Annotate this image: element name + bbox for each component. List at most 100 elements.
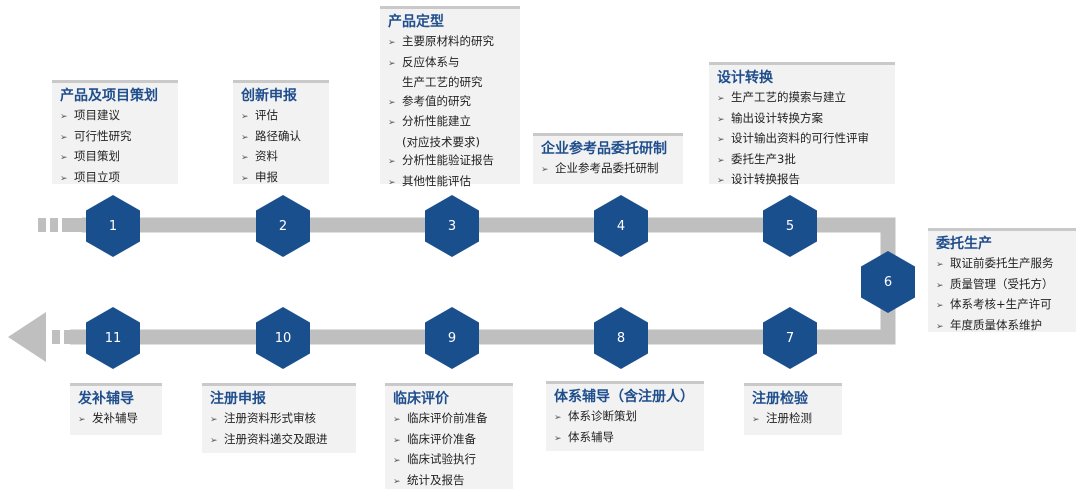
list-item: ➢路径确认 <box>241 127 323 148</box>
list-item: ➢反应体系与 <box>388 53 514 74</box>
list-item: ➢注册资料形式审核 <box>210 409 350 430</box>
list-item: ➢资料 <box>241 147 323 168</box>
track-dash <box>50 218 58 232</box>
step-5-box: 设计转换 ➢生产工艺的摸索与建立 ➢输出设计转换方案 ➢设计输出资料的可行性评审… <box>709 62 895 186</box>
step-3-number: 3 <box>447 218 457 234</box>
bullet-arrow-icon: ➢ <box>210 435 218 446</box>
step-2-items: ➢评估 ➢路径确认 ➢资料 ➢申报 <box>241 106 323 188</box>
step-5-items: ➢生产工艺的摸索与建立 ➢输出设计转换方案 ➢设计输出资料的可行性评审 ➢委托生… <box>717 88 889 191</box>
step-7-items: ➢注册检测 <box>752 409 836 430</box>
step-7-hexagon: 7 <box>763 307 817 369</box>
list-item: ➢参考值的研究 <box>388 92 514 113</box>
list-item: ➢项目策划 <box>60 147 172 168</box>
step-1-hexagon: 1 <box>86 195 140 257</box>
list-item: ➢体系诊断策划 <box>554 407 698 428</box>
list-item: ➢临床评价准备 <box>393 430 507 451</box>
step-10-title: 注册申报 <box>210 391 266 407</box>
bullet-arrow-icon: ➢ <box>393 476 401 487</box>
step-6-items: ➢取证前委托生产服务 ➢质量管理（受托方） ➢体系考核+生产许可 ➢年度质量体系… <box>936 254 1070 336</box>
track-dash <box>62 218 82 232</box>
step-9-box: 临床评价 ➢临床评价前准备 ➢临床评价准备 ➢临床试验执行 ➢统计及报告 <box>385 383 513 489</box>
bullet-arrow-icon: ➢ <box>717 114 725 125</box>
track-dash <box>38 218 46 232</box>
step-3-items: ➢主要原材料的研究 ➢反应体系与 生产工艺的研究 ➢参考值的研究 ➢分析性能建立… <box>388 32 514 192</box>
track-arrow-head <box>8 312 46 362</box>
list-item: ➢评估 <box>241 106 323 127</box>
step-6-number: 6 <box>883 274 893 290</box>
step-4-hexagon: 4 <box>594 195 648 257</box>
step-10-items: ➢注册资料形式审核 ➢注册资料递交及跟进 <box>210 409 350 450</box>
step-4-box: 企业参考品委托研制 ➢企业参考品委托研制 <box>533 133 683 184</box>
step-8-box: 体系辅导（含注册人） ➢体系诊断策划 ➢体系辅导 <box>546 381 704 451</box>
bullet-arrow-icon: ➢ <box>388 97 396 108</box>
bullet-arrow-icon: ➢ <box>554 433 562 444</box>
bullet-arrow-icon: ➢ <box>393 456 401 466</box>
list-item: ➢年度质量体系维护 <box>936 316 1070 337</box>
list-item: ➢企业参考品委托研制 <box>541 159 677 180</box>
step-7-title: 注册检验 <box>752 391 808 407</box>
step-2-number: 2 <box>278 218 288 234</box>
step-11-number: 11 <box>104 330 122 346</box>
track-dash <box>52 330 60 344</box>
bullet-arrow-icon: ➢ <box>60 173 68 184</box>
step-5-hexagon: 5 <box>763 195 817 257</box>
step-7-box: 注册检验 ➢注册检测 <box>744 383 842 435</box>
bullet-arrow-icon: ➢ <box>388 38 396 48</box>
bullet-arrow-icon: ➢ <box>388 157 396 167</box>
bullet-arrow-icon: ➢ <box>717 135 725 145</box>
bullet-arrow-icon: ➢ <box>241 153 249 163</box>
step-8-number: 8 <box>616 330 626 346</box>
list-item: ➢发补辅导 <box>78 409 156 430</box>
bullet-arrow-icon: ➢ <box>60 112 68 122</box>
step-1-items: ➢项目建议 ➢可行性研究 ➢项目策划 ➢项目立项 <box>60 106 172 188</box>
list-item: ➢注册检测 <box>752 409 836 430</box>
step-11-hexagon: 11 <box>86 307 140 369</box>
bullet-arrow-icon: ➢ <box>60 132 68 143</box>
bullet-arrow-icon: ➢ <box>393 435 401 446</box>
bullet-arrow-icon: ➢ <box>752 415 760 425</box>
step-10-hexagon: 10 <box>256 307 310 369</box>
step-11-items: ➢发补辅导 <box>78 409 156 430</box>
list-item: ➢分析性能建立 <box>388 112 514 133</box>
bullet-arrow-icon: ➢ <box>717 94 725 104</box>
bullet-arrow-icon: ➢ <box>393 415 401 425</box>
step-9-hexagon: 9 <box>425 307 479 369</box>
step-10-box: 注册申报 ➢注册资料形式审核 ➢注册资料递交及跟进 <box>202 383 356 453</box>
list-item: ➢设计转换报告 <box>717 170 889 191</box>
list-item: ➢临床试验执行 <box>393 450 507 471</box>
step-1-title: 产品及项目策划 <box>60 88 158 104</box>
step-8-items: ➢体系诊断策划 ➢体系辅导 <box>554 407 698 448</box>
bullet-arrow-icon: ➢ <box>60 153 68 163</box>
list-item: ➢体系辅导 <box>554 428 698 449</box>
step-11-title: 发补辅导 <box>78 391 134 407</box>
bullet-arrow-icon: ➢ <box>388 58 396 69</box>
track-dash <box>64 330 72 344</box>
bullet-arrow-icon: ➢ <box>936 260 944 270</box>
step-2-box: 创新申报 ➢评估 ➢路径确认 ➢资料 ➢申报 <box>233 80 329 184</box>
bullet-arrow-icon: ➢ <box>936 301 944 311</box>
step-2-hexagon: 2 <box>256 195 310 257</box>
list-item: ➢项目立项 <box>60 168 172 189</box>
bullet-arrow-icon: ➢ <box>936 321 944 332</box>
list-item: ➢可行性研究 <box>60 127 172 148</box>
list-item: ➢取证前委托生产服务 <box>936 254 1070 275</box>
list-item: (对应技术要求) <box>402 134 480 149</box>
step-8-hexagon: 8 <box>594 307 648 369</box>
list-item: ➢注册资料递交及跟进 <box>210 430 350 451</box>
step-5-title: 设计转换 <box>717 70 773 86</box>
step-4-title: 企业参考品委托研制 <box>541 141 667 157</box>
step-3-box: 产品定型 ➢主要原材料的研究 ➢反应体系与 生产工艺的研究 ➢参考值的研究 ➢分… <box>380 6 520 188</box>
bullet-arrow-icon: ➢ <box>210 415 218 425</box>
step-10-number: 10 <box>274 330 292 346</box>
step-1-number: 1 <box>108 218 118 234</box>
step-1-box: 产品及项目策划 ➢项目建议 ➢可行性研究 ➢项目策划 ➢项目立项 <box>52 80 178 184</box>
bullet-arrow-icon: ➢ <box>78 415 86 425</box>
list-item: ➢生产工艺的摸索与建立 <box>717 88 889 109</box>
bullet-arrow-icon: ➢ <box>241 112 249 122</box>
step-9-title: 临床评价 <box>393 391 449 407</box>
step-6-title: 委托生产 <box>936 236 992 252</box>
bullet-arrow-icon: ➢ <box>241 132 249 143</box>
list-item: ➢主要原材料的研究 <box>388 32 514 53</box>
list-item: ➢委托生产3批 <box>717 150 889 171</box>
